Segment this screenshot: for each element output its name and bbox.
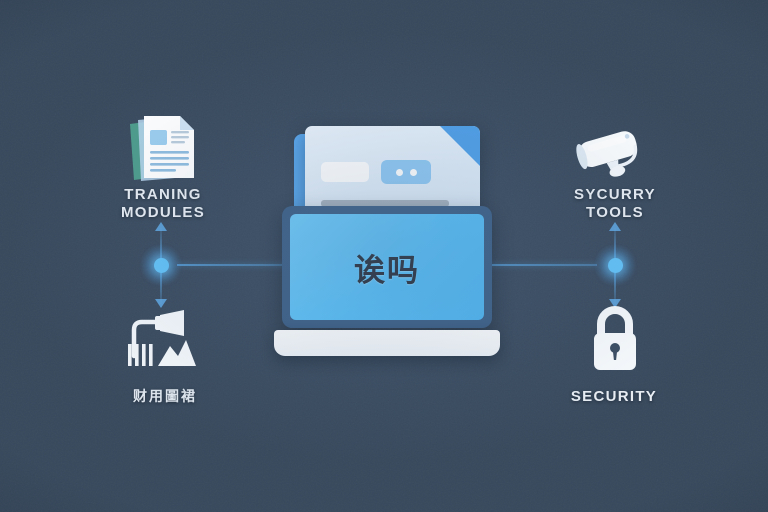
label-training-modules: TRANING MODULES [63, 186, 263, 221]
document-text-line [321, 200, 449, 207]
connector-arrow-up-right [609, 222, 621, 231]
label-line-2: TOOLS [586, 203, 644, 221]
connector-node-left[interactable] [140, 244, 182, 286]
label-security: SECURITY [514, 388, 714, 406]
label-line-2: MODULES [120, 203, 206, 221]
connector-arrow-down-left [155, 299, 167, 308]
laptop-base [274, 330, 500, 356]
connector-arrow-down-right [609, 299, 621, 308]
chip-dot [409, 168, 417, 176]
center-composition: 诶吗 [272, 118, 502, 368]
laptop-screen[interactable]: 诶吗 [290, 214, 484, 320]
connector-arrow-up-left [155, 222, 167, 231]
connector-line-left [177, 264, 287, 266]
document-fold-corner [440, 126, 480, 166]
cctv-camera-icon[interactable] [574, 118, 658, 195]
document-white-field [321, 162, 369, 182]
label-line-1: TRANING [124, 186, 202, 203]
laptop[interactable]: 诶吗 [282, 206, 492, 328]
padlock-icon[interactable] [587, 306, 643, 379]
label-line-1: SECURITY [570, 388, 658, 405]
connector-node-right[interactable] [594, 244, 636, 286]
label-line-1: SYCURRY [574, 186, 656, 203]
node-core [607, 257, 623, 273]
node-core [153, 257, 169, 273]
connector-line-right [487, 264, 597, 266]
label-analytics: 财用圖裙 [65, 388, 265, 405]
chip-dot [395, 168, 403, 176]
label-line-1: 财用圖裙 [133, 388, 197, 404]
analytics-chart-icon[interactable] [126, 310, 198, 377]
label-security-tools: SYCURRY TOOLS [515, 186, 715, 221]
documents-icon[interactable] [120, 108, 206, 191]
document-status-chip [381, 160, 431, 184]
screen-text: 诶吗 [354, 252, 420, 289]
